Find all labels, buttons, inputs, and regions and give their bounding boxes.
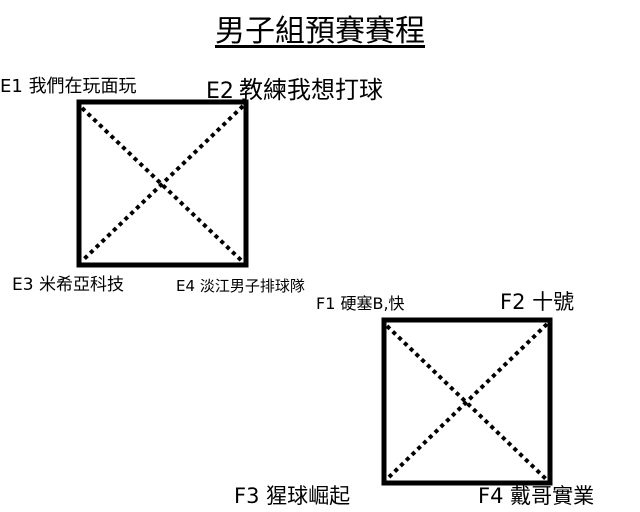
team-label-e4: E4 淡江男子排球隊 [176,279,305,294]
team-name: 米希亞科技 [38,275,124,295]
team-label-e2: E2 教練我想打球 [206,78,383,103]
team-code: E2 [206,79,234,104]
team-label-f1: F1 硬塞B,快 [316,296,405,312]
group-f-diagonal-f2-f3 [385,322,549,481]
team-name: 猩球崛起 [266,484,351,508]
team-code: F1 [316,294,336,313]
group-e-diagonal-e2-e3 [80,104,245,263]
team-label-f4: F4 戴哥實業 [478,486,594,507]
group-f-diagonal-f1-f4 [385,324,549,482]
team-code: E3 [12,275,34,295]
team-code: F2 [500,290,526,314]
team-name: 戴哥實業 [510,484,595,508]
group-e-diagonal-e1-e4 [80,106,245,264]
team-name: 淡江男子排球隊 [199,277,305,295]
team-label-e3: E3 米希亞科技 [12,277,124,294]
team-code: E4 [176,277,196,295]
team-code: F4 [478,484,504,508]
team-label-f2: F2 十號 [500,292,574,313]
team-code: E1 [0,76,23,97]
team-name: 十號 [532,290,575,314]
page-title: 男子組預賽賽程 [215,14,425,49]
group-f-matchups [381,317,553,486]
team-label-f3: F3 猩球崛起 [234,486,350,507]
group-f-box [381,317,553,486]
group-e-box [76,99,249,268]
team-name: 硬塞B,快 [340,294,405,313]
team-code: F3 [234,484,260,508]
group-e-matchups [76,99,249,268]
team-name: 教練我想打球 [239,76,383,104]
team-label-e1: E1 我們在玩面玩 [0,78,137,96]
team-name: 我們在玩面玩 [28,76,137,97]
